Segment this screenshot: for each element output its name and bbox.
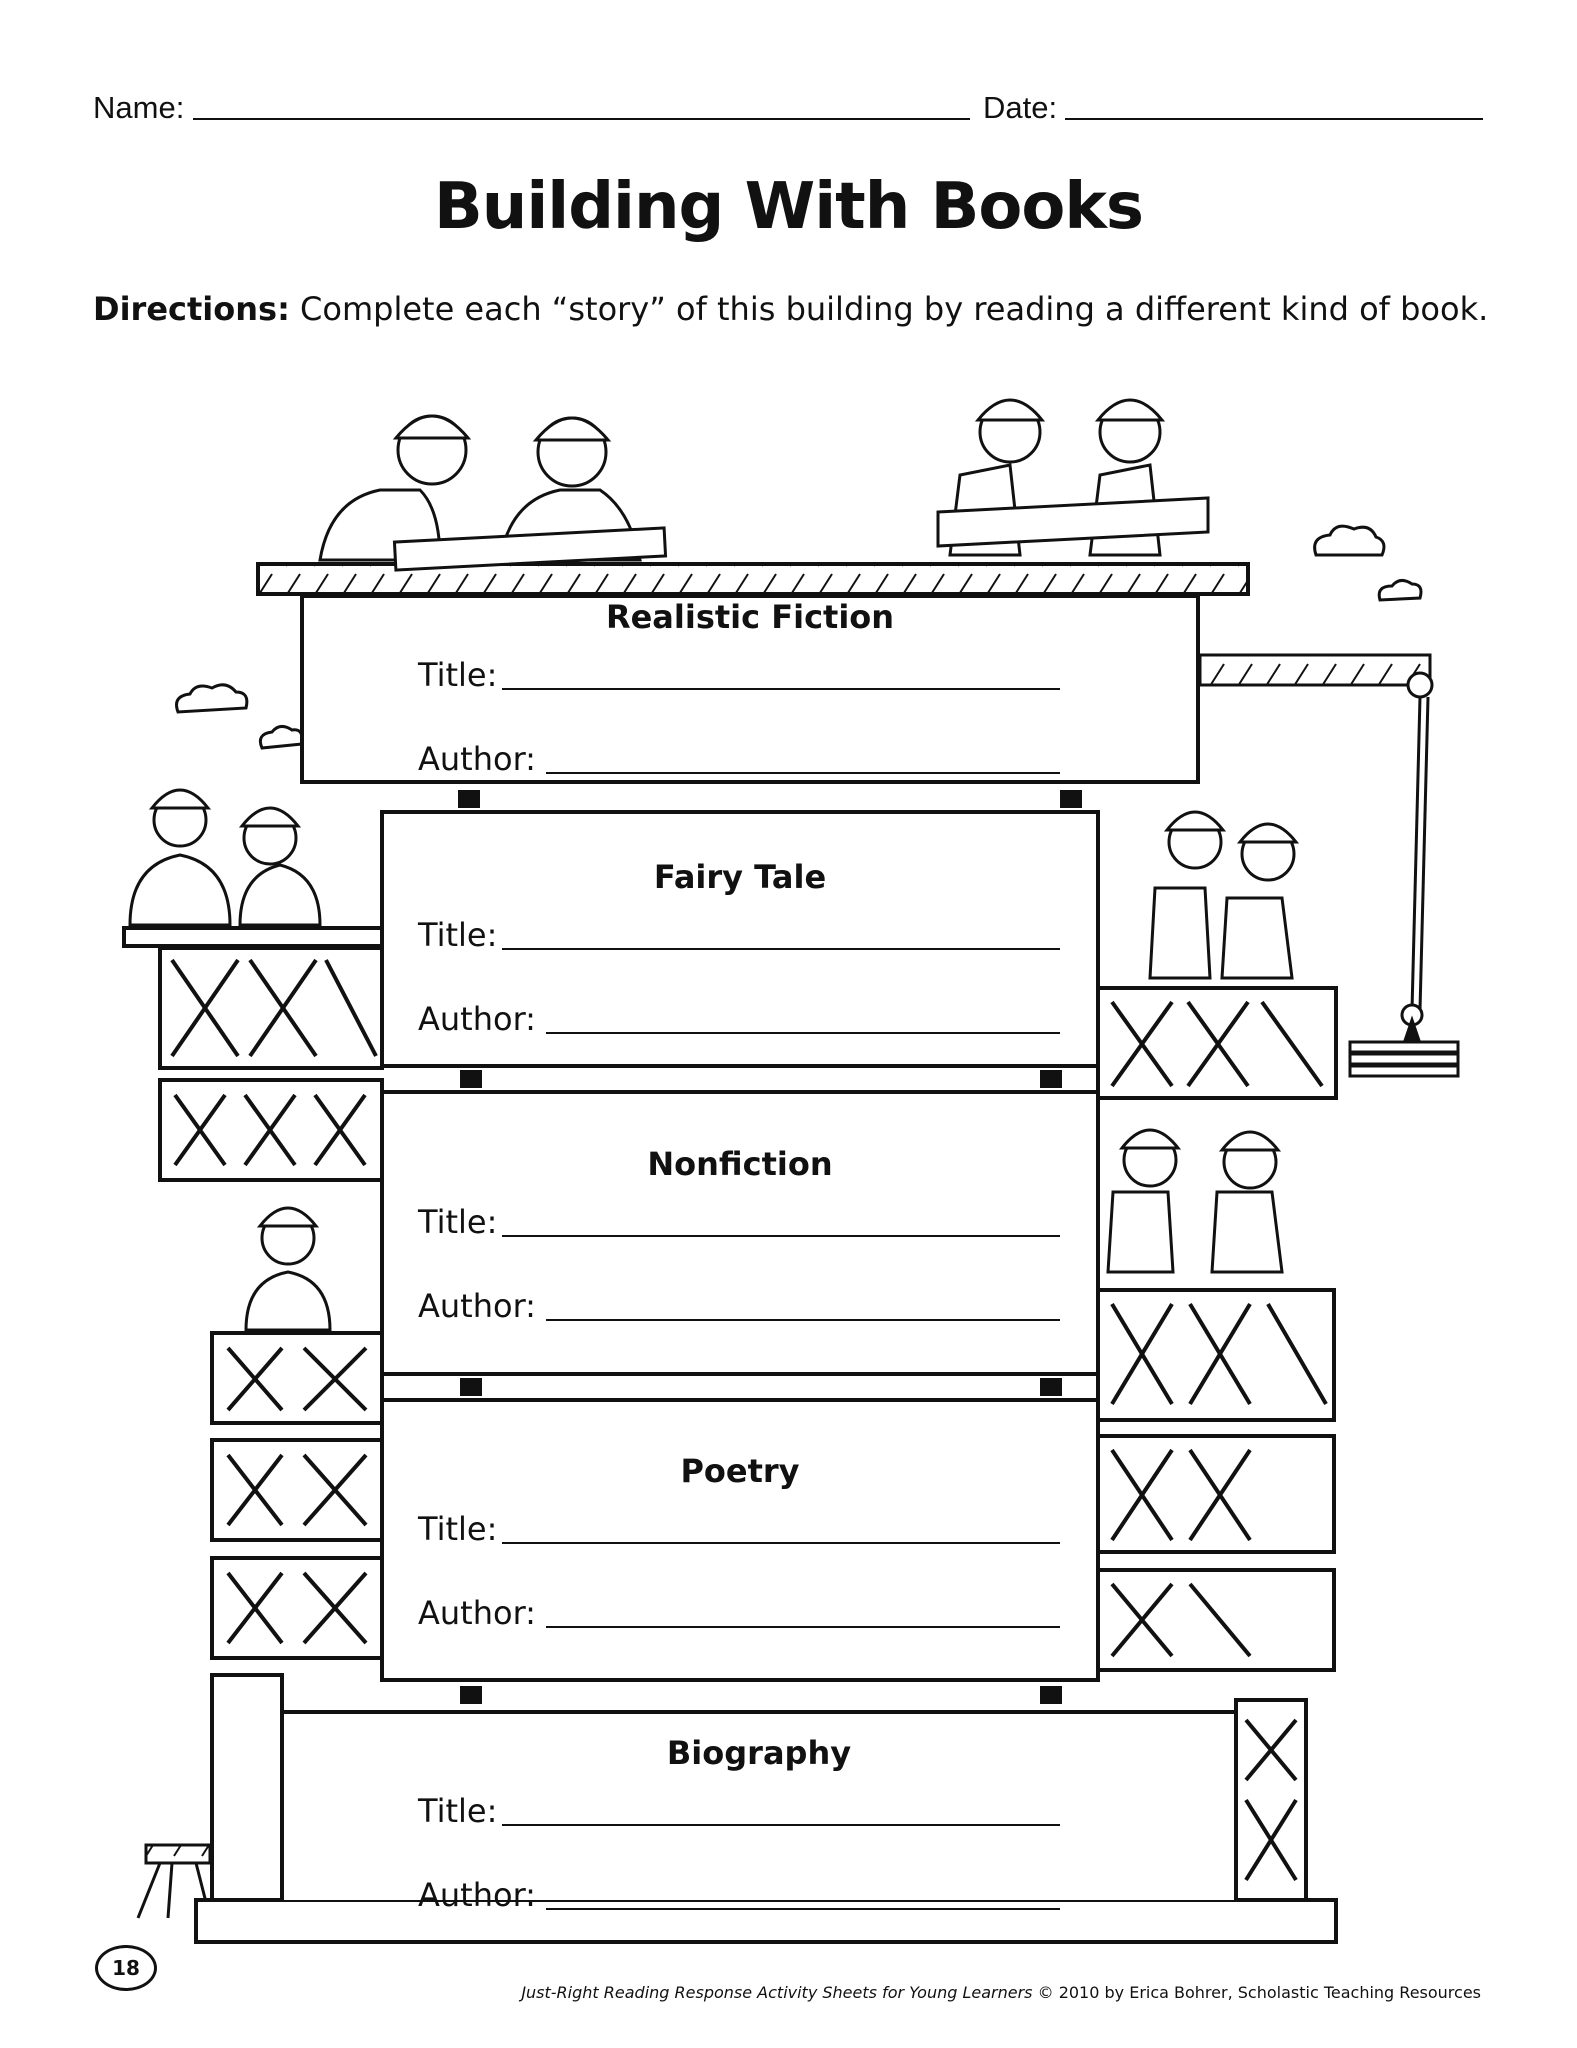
hard-hat-worker-icon <box>318 398 1210 572</box>
title-label: Title: <box>418 656 498 694</box>
author-field[interactable] <box>546 772 1060 774</box>
page-number: 18 <box>95 1945 157 1991</box>
directions-label: Directions: <box>93 290 290 328</box>
date-field[interactable] <box>1065 118 1483 120</box>
date-label: Date: <box>983 90 1058 125</box>
title-field[interactable] <box>502 1235 1060 1237</box>
author-field[interactable] <box>546 1319 1060 1321</box>
title-field[interactable] <box>502 688 1060 690</box>
story-genre-biography: Biography <box>666 1734 852 1772</box>
author-field[interactable] <box>546 1908 1060 1910</box>
building-base <box>194 1898 1338 1944</box>
page-title: Building With Books <box>434 170 1144 244</box>
credit-line: Just-Right Reading Response Activity She… <box>521 1983 1481 2002</box>
title-label: Title: <box>418 1203 498 1241</box>
cloud-icon <box>175 524 1423 750</box>
directions-text: Complete each “story” of this building b… <box>300 290 1489 328</box>
hard-hat-worker-icon <box>128 788 1300 1332</box>
scaffold-icon <box>1096 986 1338 1902</box>
author-label: Author: <box>418 740 536 778</box>
scaffold-icon <box>122 926 386 1902</box>
author-field[interactable] <box>546 1032 1060 1034</box>
author-label: Author: <box>418 1594 536 1632</box>
story-genre-nonfiction: Nonfiction <box>647 1145 833 1183</box>
story-cards <box>280 594 1238 1900</box>
name-field[interactable] <box>193 118 970 120</box>
author-field[interactable] <box>546 1626 1060 1628</box>
title-field[interactable] <box>502 1542 1060 1544</box>
title-label: Title: <box>418 1792 498 1830</box>
title-label: Title: <box>418 1510 498 1548</box>
author-label: Author: <box>418 1876 536 1914</box>
author-label: Author: <box>418 1287 536 1325</box>
story-connectors <box>458 790 1082 1704</box>
roof <box>256 562 1250 596</box>
story-genre-realistic-fiction: Realistic Fiction <box>605 598 895 636</box>
story-genre-fairy-tale: Fairy Tale <box>653 858 827 896</box>
sawhorse-icon <box>136 1843 212 1919</box>
name-label: Name: <box>93 90 185 125</box>
credit-copyright: © 2010 by Erica Bohrer, Scholastic Teach… <box>1032 1983 1481 2002</box>
title-field[interactable] <box>502 1824 1060 1826</box>
story-genre-poetry: Poetry <box>680 1452 800 1490</box>
title-label: Title: <box>418 916 498 954</box>
crane-icon <box>1198 653 1460 1078</box>
directions: Directions: Complete each “story” of thi… <box>93 290 1488 328</box>
author-label: Author: <box>418 1000 536 1038</box>
credit-book-title: Just-Right Reading Response Activity She… <box>521 1983 1033 2002</box>
title-field[interactable] <box>502 948 1060 950</box>
